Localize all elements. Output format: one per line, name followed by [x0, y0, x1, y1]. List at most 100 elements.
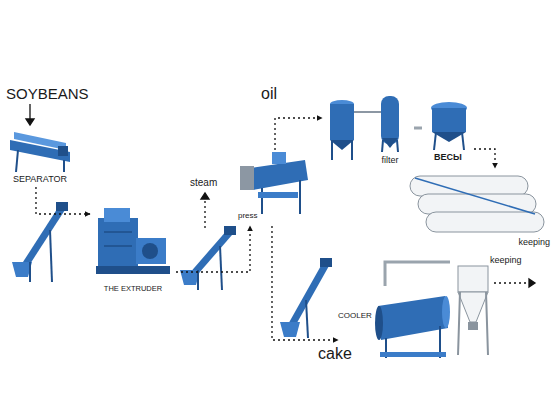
- steam-arrow: [201, 193, 209, 199]
- weighing-tank: [432, 108, 466, 132]
- cyclone-hopper: [468, 322, 478, 330]
- cyclone-hopper: keeping: [450, 250, 535, 360]
- oil-press: [258, 192, 298, 198]
- separator-machine: [10, 132, 70, 172]
- cooler-drum: [442, 296, 450, 328]
- machine-label: SEPARATOR: [2, 175, 78, 185]
- extruder-machine: THE EXTRUDER: [90, 205, 176, 297]
- output-arrow: [494, 279, 535, 287]
- screw-conveyor: [197, 270, 199, 290]
- screw-conveyor: [180, 226, 236, 290]
- cooler-drum: [380, 352, 446, 357]
- oil-press: press: [238, 150, 310, 226]
- storage-tanks: [410, 176, 544, 232]
- output-arrow: [529, 279, 535, 287]
- oil-tank: [330, 140, 354, 150]
- machine-label: THE EXTRUDER: [90, 285, 176, 293]
- separator-machine: [58, 146, 68, 156]
- screw-conveyor: [56, 202, 68, 211]
- pipe-line: [385, 262, 450, 286]
- screw-conveyor: [50, 230, 52, 282]
- flow-arrow: [176, 226, 250, 272]
- filter-column: [381, 96, 399, 144]
- oil-tank: [330, 100, 381, 160]
- screw-conveyor: [220, 246, 222, 290]
- cyclone-hopper: [458, 292, 460, 355]
- screw-conveyor: [12, 202, 68, 282]
- steam-arrow: [204, 198, 205, 228]
- extruder-machine: [104, 231, 132, 233]
- extruder-machine: [96, 208, 170, 274]
- filter-column: [381, 96, 399, 152]
- separator-machine: [63, 160, 65, 172]
- oil-press: [240, 166, 254, 190]
- separator-machine: [16, 150, 18, 172]
- cyclone-hopper: [458, 266, 488, 292]
- storage-tanks: [410, 176, 528, 196]
- product-label: cake: [318, 346, 352, 362]
- screw-conveyor: [280, 322, 300, 337]
- machine-label: ВЕСЫ: [422, 153, 474, 163]
- storage-tanks: keeping: [402, 168, 552, 250]
- feed-arrow: [26, 119, 34, 125]
- machine-label: filter: [370, 156, 410, 166]
- extruder-machine: [104, 245, 132, 247]
- cyclone-hopper: [458, 292, 488, 322]
- output-arrow: [494, 282, 530, 283]
- machine-label: COOLER: [338, 312, 378, 321]
- filter-column: [382, 138, 398, 148]
- extruder-machine: [142, 243, 158, 259]
- flow-arrow: [272, 226, 338, 340]
- extruder-machine: [98, 218, 138, 268]
- filter-column: [397, 140, 398, 152]
- screw-conveyor: [280, 258, 332, 338]
- machine-label: keeping: [492, 238, 550, 248]
- stream-label: steam: [190, 178, 217, 188]
- weighing-tank: [434, 132, 436, 150]
- cyclone-hopper: [458, 266, 488, 355]
- weighing-tank: [432, 132, 466, 142]
- steam-arrow: [201, 193, 209, 228]
- oil-tank: [331, 140, 333, 160]
- cyclone-hopper: [486, 292, 488, 355]
- cooler-drum: [378, 296, 448, 340]
- weighing-tank: [431, 102, 467, 150]
- oil-press: [240, 152, 308, 214]
- oil-tank: [351, 140, 353, 160]
- feed-arrow: [29, 104, 30, 120]
- oil-press: [272, 152, 286, 164]
- extruder-machine: [96, 266, 170, 274]
- product-label: oil: [261, 86, 277, 102]
- input-label: SOYBEANS: [6, 86, 89, 101]
- storage-tanks: [415, 178, 535, 214]
- weighing-tank: ВЕСЫ: [422, 95, 474, 167]
- cooler-drum: [375, 296, 450, 358]
- weighing-tank: [462, 132, 464, 150]
- oil-press: [261, 188, 263, 214]
- oil-tank: [330, 104, 354, 140]
- filter-column: [382, 140, 383, 152]
- screw-conveyor: [290, 264, 326, 328]
- screw-conveyor: [22, 208, 62, 270]
- extruder-machine: [104, 208, 130, 222]
- separator-machine: SEPARATOR: [2, 125, 78, 187]
- storage-tanks: [426, 212, 544, 232]
- flow-arrow: [474, 149, 495, 168]
- feed-arrow: [26, 104, 34, 125]
- cooler-drum: COOLER: [338, 286, 450, 366]
- cooler-drum: [375, 306, 383, 340]
- machine-label: press: [238, 212, 278, 221]
- oil-tank: [354, 111, 381, 113]
- extruder-machine: [136, 238, 166, 264]
- flow-arrow: [36, 187, 90, 214]
- filter-unit: filter: [322, 90, 414, 168]
- screw-conveyor: [320, 258, 332, 267]
- screw-conveyor: [29, 262, 31, 282]
- pipe-line: [414, 126, 422, 129]
- oil-press: [299, 180, 301, 214]
- screw-conveyor: [306, 300, 308, 338]
- flow-arrow: [275, 118, 322, 150]
